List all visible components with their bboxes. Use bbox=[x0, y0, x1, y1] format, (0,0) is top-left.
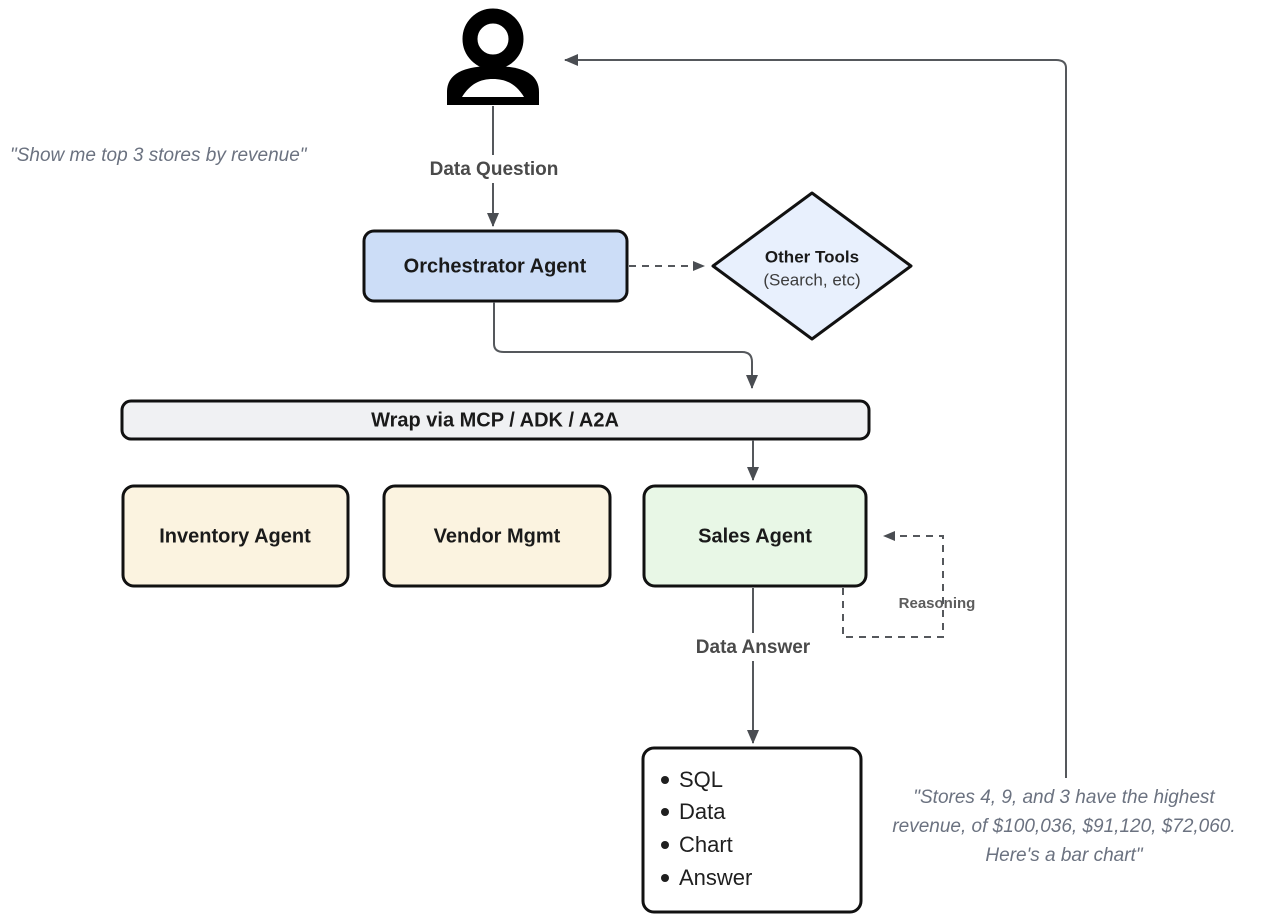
edge-label-data-answer: Data Answer bbox=[678, 633, 828, 661]
label-backdrop bbox=[409, 155, 579, 183]
sales-agent-label: Sales Agent bbox=[698, 525, 812, 547]
result-item-1: Data bbox=[679, 799, 726, 824]
node-result-box[interactable]: SQL Data Chart Answer bbox=[641, 746, 863, 914]
response-line-1: "Stores 4, 9, and 3 have the highest bbox=[913, 787, 1215, 808]
edge-reasoning-loop: Reasoning bbox=[842, 531, 976, 638]
node-vendor-mgmt[interactable]: Vendor Mgmt bbox=[382, 484, 612, 588]
wrap-layer-box[interactable] bbox=[120, 399, 871, 441]
other-tools-sublabel: (Search, etc) bbox=[763, 270, 860, 289]
sales-agent-box[interactable] bbox=[642, 484, 868, 588]
vendor-mgmt-box[interactable] bbox=[382, 484, 612, 588]
edge-orchestrator-to-wrap bbox=[493, 302, 758, 389]
bullet-icon bbox=[661, 841, 669, 849]
result-item-2: Chart bbox=[679, 832, 733, 857]
wrap-layer-label: Wrap via MCP / ADK / A2A bbox=[371, 409, 619, 431]
edge-return-to-user bbox=[564, 54, 1067, 778]
node-sales-agent[interactable]: Sales Agent bbox=[642, 484, 868, 588]
user-question-quote: "Show me top 3 stores by revenue" bbox=[10, 145, 308, 166]
bullet-icon bbox=[661, 776, 669, 784]
data-question-label: Data Question bbox=[430, 159, 559, 180]
bullet-icon bbox=[661, 808, 669, 816]
result-box[interactable] bbox=[641, 746, 863, 914]
vendor-mgmt-label: Vendor Mgmt bbox=[434, 525, 561, 547]
other-tools-diamond[interactable] bbox=[711, 191, 913, 341]
result-item-3: Answer bbox=[679, 865, 752, 890]
node-orchestrator-agent[interactable]: Orchestrator Agent bbox=[362, 229, 629, 303]
reasoning-label: Reasoning bbox=[899, 595, 976, 612]
inventory-agent-label: Inventory Agent bbox=[159, 525, 311, 547]
edge-label-data-question: Data Question bbox=[409, 155, 579, 183]
node-other-tools[interactable]: Other Tools (Search, etc) bbox=[711, 191, 913, 341]
node-inventory-agent[interactable]: Inventory Agent bbox=[121, 484, 350, 588]
response-line-2: revenue, of $100,036, $91,120, $72,060. bbox=[892, 816, 1235, 837]
node-wrap-layer[interactable]: Wrap via MCP / ADK / A2A bbox=[120, 399, 871, 441]
response-line-3: Here's a bar chart" bbox=[985, 845, 1143, 866]
agent-response-quote: "Stores 4, 9, and 3 have the highest rev… bbox=[892, 787, 1235, 866]
inventory-agent-box[interactable] bbox=[121, 484, 350, 588]
person-icon bbox=[447, 8, 539, 105]
orchestrator-agent-label: Orchestrator Agent bbox=[404, 255, 587, 277]
data-answer-label: Data Answer bbox=[696, 637, 811, 658]
bullet-icon bbox=[661, 874, 669, 882]
orchestrator-agent-box[interactable] bbox=[362, 229, 629, 303]
label-backdrop bbox=[678, 633, 828, 661]
result-list: SQL Data Chart Answer bbox=[661, 767, 752, 890]
result-item-0: SQL bbox=[679, 767, 723, 792]
other-tools-label: Other Tools bbox=[765, 247, 859, 266]
